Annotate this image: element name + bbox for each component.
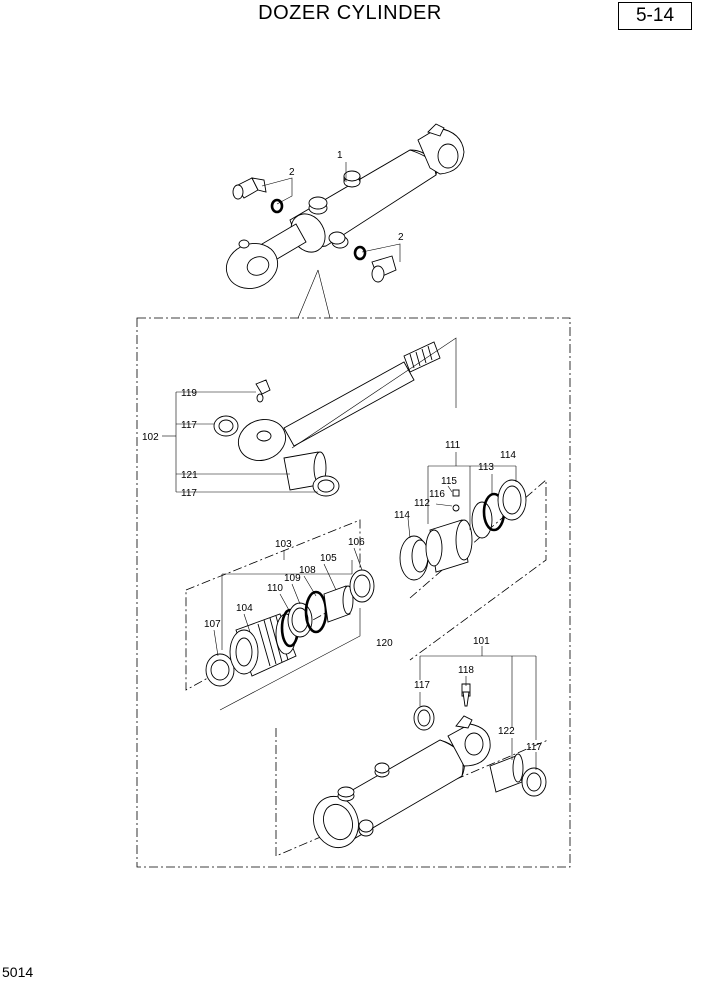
callout-105: 105 (320, 553, 337, 564)
gland-assembly (185, 519, 375, 711)
rod-assembly (162, 337, 457, 497)
callout-115: 115 (441, 476, 457, 487)
callout-2-left: 2 (289, 167, 295, 178)
callout-117-lower: 117 (181, 488, 197, 499)
callout-116: 116 (429, 489, 445, 500)
document-code: 5014 (2, 964, 34, 980)
callout-107: 107 (204, 619, 221, 630)
callout-112: 112 (414, 498, 430, 509)
callout-111: 111 (445, 440, 461, 451)
callout-2-right: 2 (398, 232, 404, 243)
piston-assembly (399, 452, 547, 661)
callout-118: 118 (458, 665, 474, 676)
callout-119: 119 (181, 388, 197, 399)
callout-104: 104 (236, 603, 253, 614)
callout-1: 1 (337, 150, 343, 161)
tube-assembly (275, 646, 549, 857)
callout-114-upper: 114 (500, 450, 516, 461)
callout-117-upper: 117 (181, 420, 197, 431)
callout-120: 120 (376, 638, 393, 649)
callout-102: 102 (142, 432, 159, 443)
page-number-box: 5-14 (618, 2, 692, 30)
callout-110: 110 (267, 583, 283, 594)
callout-121: 121 (181, 470, 198, 481)
exploded-view-frame (136, 317, 571, 868)
callout-122: 122 (498, 726, 515, 737)
callout-114-lower: 114 (394, 510, 410, 521)
callout-108: 108 (299, 565, 316, 576)
callout-117-right: 117 (526, 742, 542, 753)
assembled-cylinder (225, 123, 465, 319)
callout-101: 101 (473, 636, 490, 647)
callout-103: 103 (275, 539, 292, 550)
page-title: DOZER CYLINDER (258, 2, 442, 24)
callout-109: 109 (284, 573, 301, 584)
callout-106: 106 (348, 537, 365, 548)
callout-113: 113 (478, 462, 494, 473)
callout-117-left: 117 (414, 680, 430, 691)
